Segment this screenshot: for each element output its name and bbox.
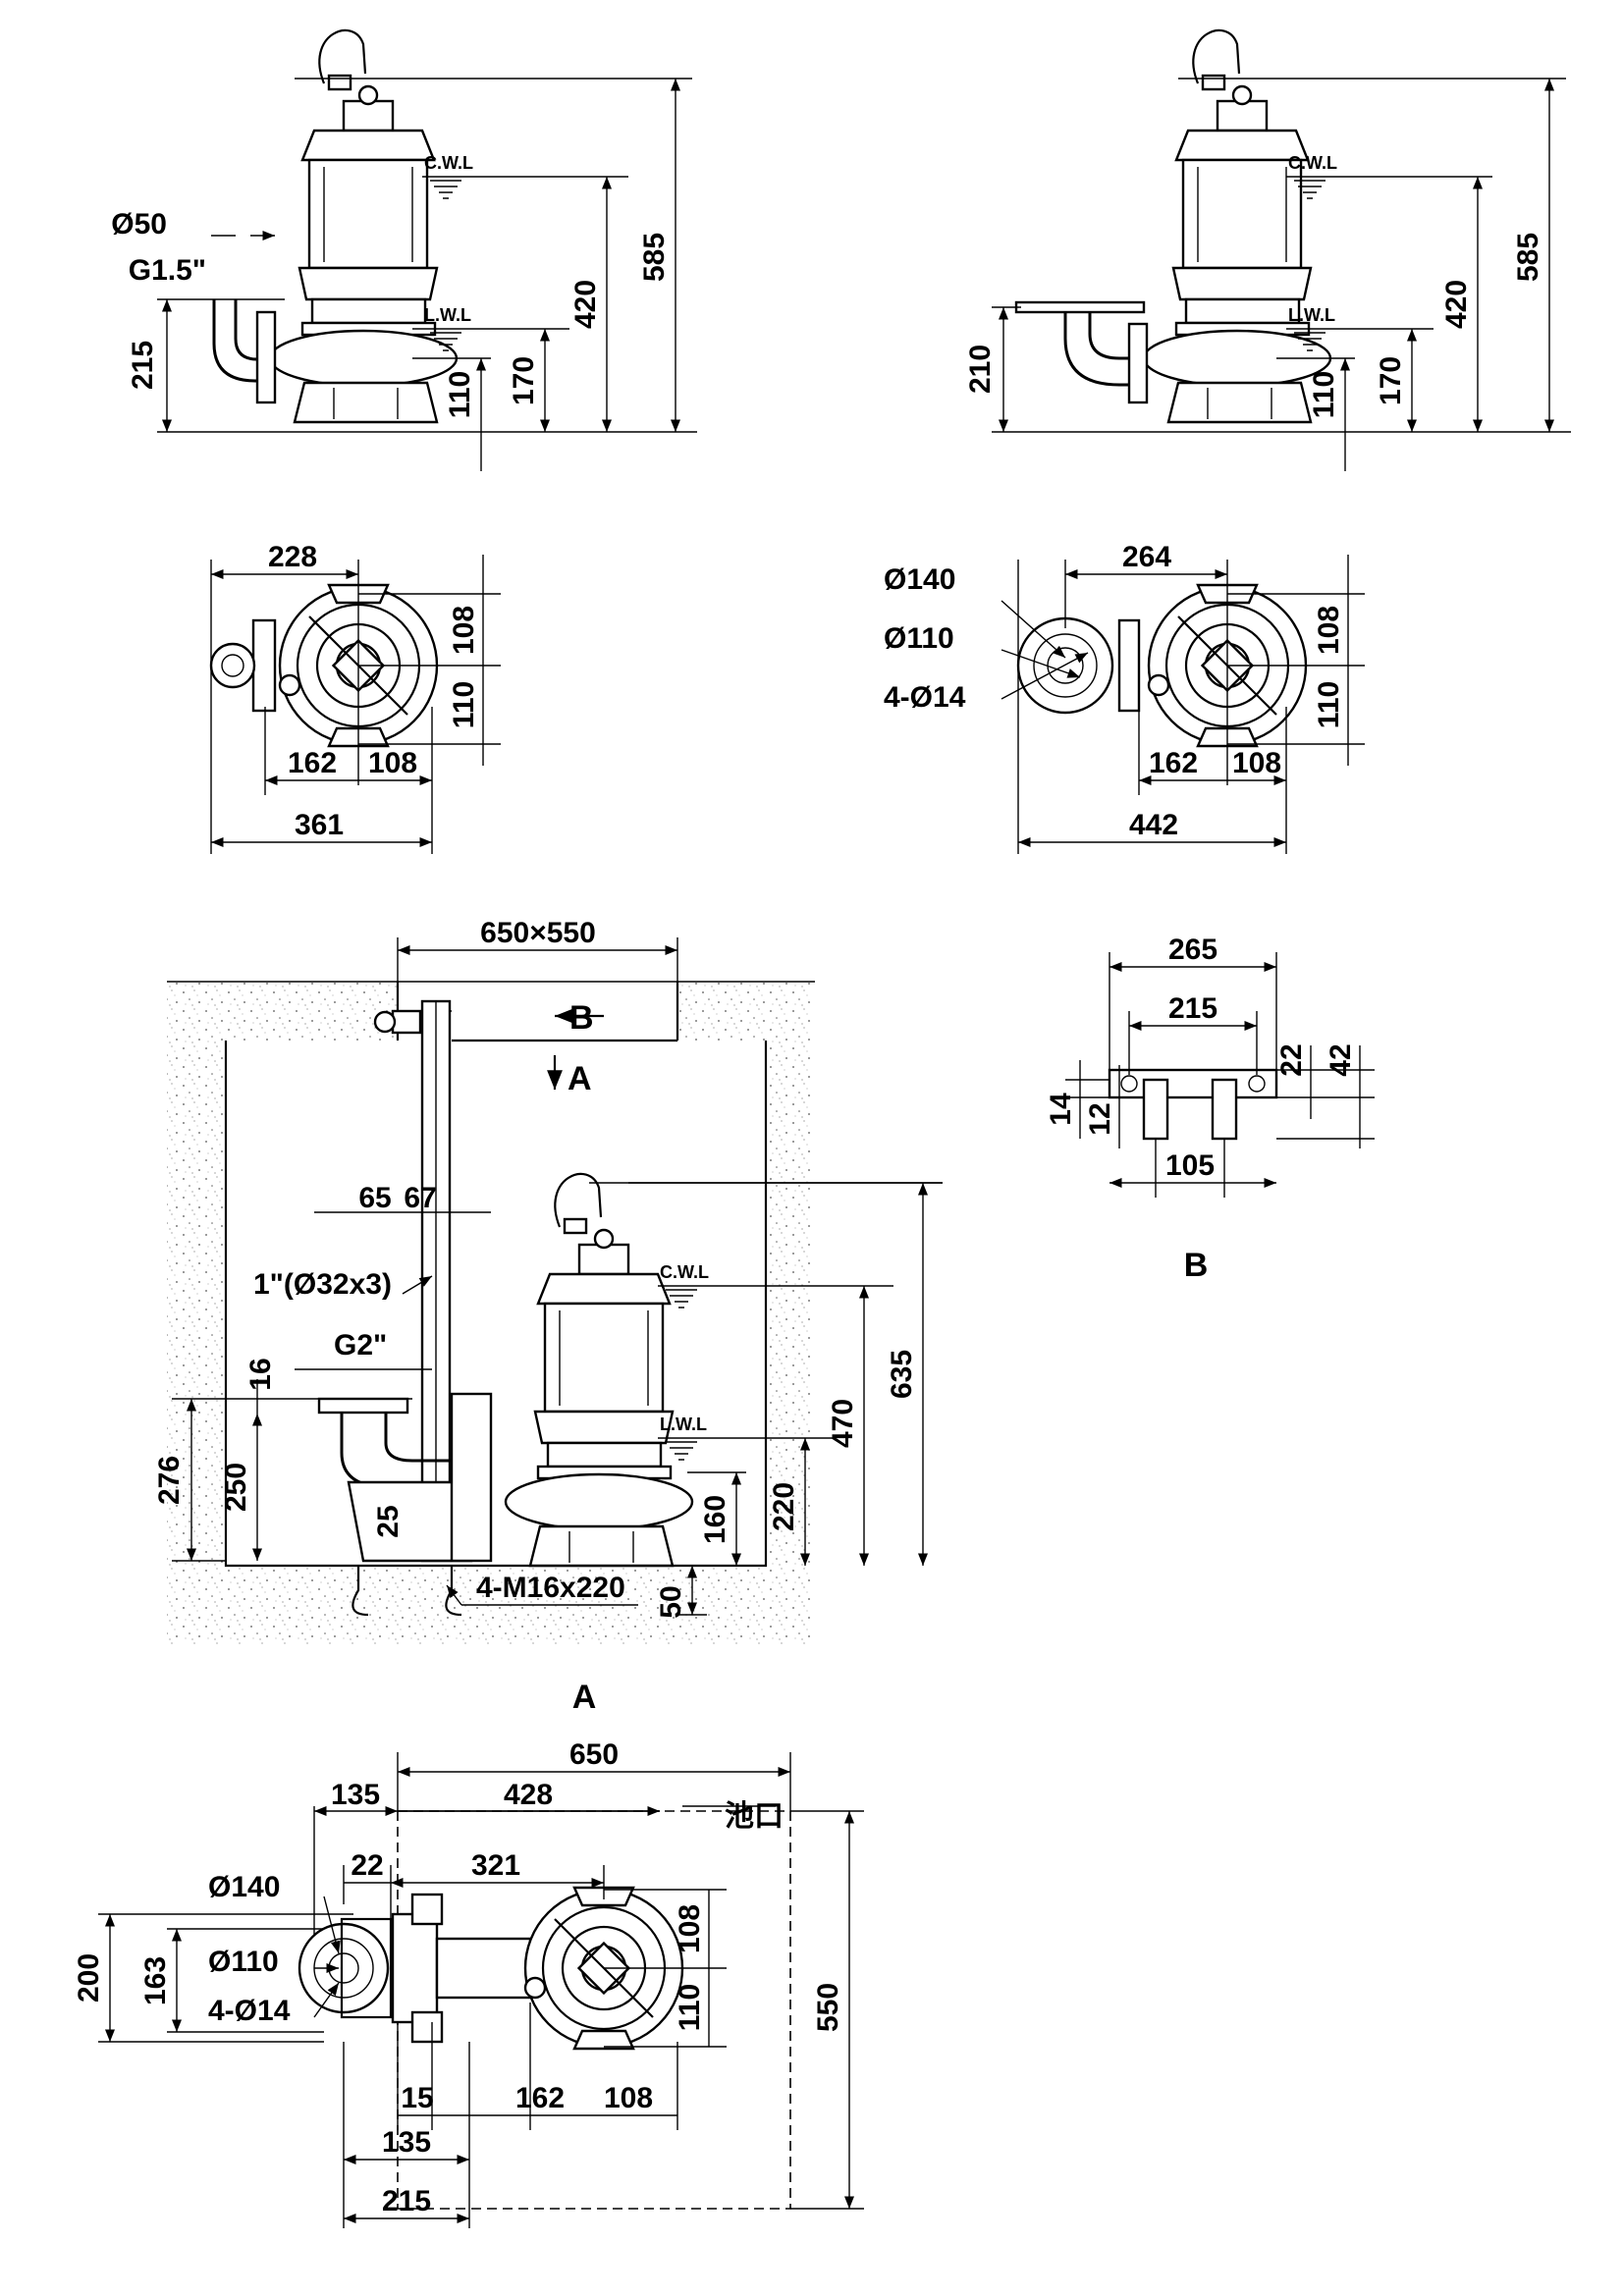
bracket-b: 265 215 22 42 14 12 105 B [1045, 934, 1375, 1284]
outlet-height-dim-pit: 250 [220, 1463, 252, 1512]
plan-a-bottom135: 135 [382, 2126, 431, 2159]
plan-a-mid162: 162 [515, 2082, 565, 2114]
install-section: 650×550 B A 65 67 1"(Ø32x3) C.W.L L.W.L [153, 917, 943, 1644]
bracket-spacing: 105 [1165, 1149, 1215, 1182]
plan1-top-width: 228 [268, 541, 317, 573]
plan2-lower: 110 [1313, 681, 1345, 728]
coupling-height-dim: 276 [153, 1456, 186, 1505]
cwl-height-pit: 470 [827, 1399, 859, 1448]
thread-label: G1.5" [129, 254, 206, 287]
plan2-bolt-circle: Ø110 [884, 622, 954, 655]
pit-mark: 池口 [725, 1800, 784, 1833]
base-height-dim-2: 110 [1308, 371, 1340, 418]
plan-a-flange-outer: Ø140 [208, 1871, 280, 1903]
plan2-holes: 4-Ø14 [884, 681, 966, 714]
plan-a-holes: 4-Ø14 [208, 1995, 291, 2027]
base-height-dim: 110 [444, 371, 476, 418]
plan-a-gap15: 15 [401, 2082, 433, 2114]
view2-plan: 264 Ø140 Ø110 4-Ø14 108 110 162 108 442 [884, 541, 1365, 854]
plan-a-lower: 110 [674, 1984, 706, 2031]
outlet-height-dim-2: 210 [964, 345, 997, 394]
bracket-inner: 215 [1168, 992, 1217, 1025]
rail-left: 65 [358, 1182, 391, 1214]
lwl-height-dim: 170 [508, 356, 540, 405]
base-gap-dim: 25 [372, 1505, 405, 1537]
plan-a-bolt-circle: Ø110 [208, 1946, 279, 1978]
total-height-pit: 635 [886, 1350, 918, 1399]
total-height-dim-2: 585 [1512, 233, 1544, 282]
pit-lwl-label: L.W.L [660, 1415, 707, 1434]
plan1-left: 162 [288, 747, 337, 779]
view2-elevation: 210 C.W.L L.W.L 585 420 170 110 [964, 28, 1571, 471]
cwl-height-dim-2: 420 [1440, 280, 1473, 329]
bracket-title: B [1184, 1247, 1209, 1284]
plan2-overall: 442 [1129, 809, 1178, 841]
marker-a: A [568, 1060, 592, 1097]
lwl-height-pit: 220 [768, 1482, 800, 1531]
anchor-label: 4-M16x220 [476, 1572, 625, 1604]
marker-b: B [569, 999, 594, 1037]
plan2-upper: 108 [1313, 606, 1345, 655]
rail-right: 67 [404, 1182, 436, 1214]
plan2-left: 162 [1149, 747, 1198, 779]
plan-a-flange-w: 22 [351, 1849, 383, 1882]
plan2-flange-outer: Ø140 [884, 563, 955, 596]
plan-a-upper: 108 [674, 1904, 706, 1953]
pit-bottom-dim: 50 [655, 1585, 687, 1618]
bracket-slot: 12 [1084, 1102, 1116, 1135]
plan-a-coupling-w: 321 [471, 1849, 520, 1882]
plan-a-right108: 108 [604, 2082, 653, 2114]
total-height-dim: 585 [638, 233, 671, 282]
cwl-label: C.W.L [424, 153, 473, 173]
plan1-upper: 108 [448, 606, 480, 655]
lwl-label-2: L.W.L [1288, 305, 1335, 325]
base-level-pit: 160 [699, 1495, 731, 1544]
cwl-height-dim: 420 [569, 280, 602, 329]
plan-a-overall-h: 550 [812, 1983, 844, 2032]
view1-plan: 228 108 110 162 108 361 [209, 541, 501, 854]
view1-elevation: Ø50 G1.5" 215 C.W.L L.W.L 585 420 170 11… [111, 28, 697, 471]
plan-a-h200: 200 [73, 1953, 105, 2002]
cwl-label-2: C.W.L [1288, 153, 1337, 173]
bracket-plate: 14 [1045, 1093, 1077, 1126]
flange-thk-dim: 16 [244, 1358, 277, 1390]
bracket-overall: 265 [1168, 934, 1217, 966]
plan-a-overall-w: 650 [569, 1738, 619, 1771]
plan-a-h163: 163 [139, 1956, 172, 2005]
plan2-top-width: 264 [1122, 541, 1171, 573]
plan-a-inner-w: 428 [504, 1779, 553, 1811]
pipe-dia-label: Ø50 [111, 208, 167, 240]
plan1-overall: 361 [295, 809, 344, 841]
lwl-label: L.W.L [424, 305, 471, 325]
plan-a: A 650 135 428 池口 Ø140 Ø110 4-Ø14 22 [73, 1679, 864, 2228]
plan1-lower: 110 [448, 681, 480, 728]
pit-cwl-label: C.W.L [660, 1262, 709, 1282]
plan2-right: 108 [1232, 747, 1281, 779]
outlet-height-dim: 215 [127, 341, 159, 390]
bracket-h1: 22 [1275, 1043, 1308, 1076]
plan-a-title: A [572, 1679, 597, 1716]
plan-a-bottom215: 215 [382, 2185, 431, 2217]
thread-g2: G2" [334, 1329, 387, 1362]
guide-pipe-label: 1"(Ø32x3) [253, 1268, 392, 1301]
bracket-h2: 42 [1325, 1043, 1357, 1076]
opening-dim: 650×550 [480, 917, 596, 949]
lwl-height-dim-2: 170 [1375, 356, 1407, 405]
plan-a-offset: 135 [331, 1779, 380, 1811]
plan1-right: 108 [368, 747, 417, 779]
